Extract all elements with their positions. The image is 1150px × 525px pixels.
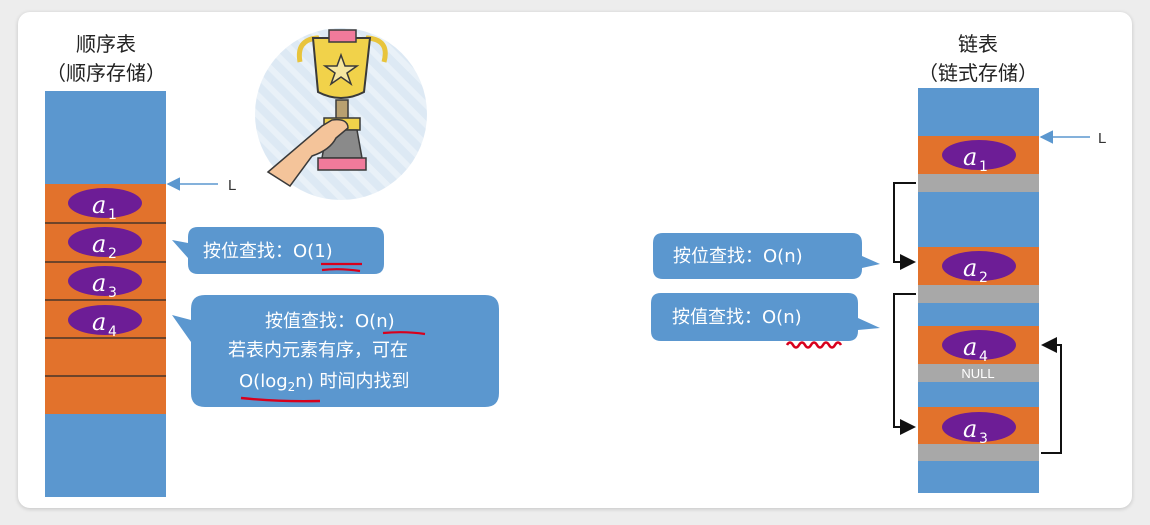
null-pointer-label: NULL — [961, 366, 994, 381]
seq-list-title-text: 顺序表 — [76, 32, 136, 56]
seq-callout-position-search: 按位查找：O(1) — [172, 227, 384, 274]
linked-node-a4: a 4 — [942, 330, 1016, 365]
scribble-underline — [785, 341, 843, 349]
svg-text:a: a — [92, 230, 106, 258]
svg-text:a: a — [963, 333, 977, 361]
svg-text:L: L — [228, 177, 236, 194]
svg-text:2: 2 — [979, 270, 988, 286]
seq-element-a1: a 1 — [68, 188, 142, 223]
seq-element-a2: a 2 — [68, 227, 142, 262]
linked-list-title: 链表 （链式存储） — [908, 28, 1048, 86]
linked-node-a3: a 3 — [942, 412, 1016, 447]
seq-list-title: 顺序表 （顺序存储） — [36, 28, 176, 86]
linked-list-title-text: 链表 — [958, 32, 998, 56]
svg-text:a: a — [92, 269, 106, 297]
link-a3-to-a4 — [1041, 337, 1062, 454]
svg-text:1: 1 — [979, 159, 988, 175]
link-arrows — [893, 182, 1062, 454]
seq-head-pointer: L — [166, 177, 236, 194]
svg-text:1: 1 — [108, 207, 117, 223]
svg-text:按值查找：O(n): 按值查找：O(n) — [672, 307, 802, 328]
svg-text:若表内元素有序，可在: 若表内元素有序，可在 — [228, 340, 408, 361]
svg-text:2: 2 — [108, 246, 117, 262]
svg-text:按位查找：O(1): 按位查找：O(1) — [203, 241, 333, 262]
underline-o1-bottom — [321, 268, 361, 273]
linked-node-a2: a 2 — [942, 251, 1016, 286]
svg-text:3: 3 — [979, 431, 988, 447]
svg-text:O(log2n) 时间内找到: O(log2n) 时间内找到 — [239, 371, 409, 394]
linked-callout-value-search: 按值查找：O(n) — [651, 293, 880, 349]
svg-text:a: a — [92, 191, 106, 219]
seq-list-subtitle-text: （顺序存储） — [46, 61, 166, 85]
linked-callout-position-search: 按位查找：O(n) — [653, 233, 880, 279]
svg-text:4: 4 — [108, 324, 117, 340]
svg-text:a: a — [963, 415, 977, 443]
linked-list-subtitle-text: （链式存储） — [918, 61, 1038, 85]
svg-text:a: a — [963, 143, 977, 171]
svg-text:按值查找：O(n): 按值查找：O(n) — [265, 311, 395, 332]
svg-text:a: a — [92, 308, 106, 336]
svg-text:a: a — [963, 254, 977, 282]
trophy-icon — [255, 28, 427, 200]
link-a2-to-a3 — [893, 293, 916, 435]
seq-callout-value-search: 按值查找：O(n) 若表内元素有序，可在 O(log2n) 时间内找到 — [172, 295, 499, 407]
link-a1-to-a2 — [893, 182, 916, 270]
svg-text:按位查找：O(n): 按位查找：O(n) — [673, 246, 803, 267]
svg-text:3: 3 — [108, 285, 117, 301]
svg-text:L: L — [1098, 130, 1106, 147]
linked-node-a1: a 1 — [942, 140, 1016, 175]
linked-head-pointer: L — [1039, 130, 1106, 147]
seq-element-a3: a 3 — [68, 266, 142, 301]
seq-element-a4: a 4 — [68, 305, 142, 340]
underline-on — [382, 331, 426, 336]
underline-ologn — [240, 396, 321, 403]
svg-text:4: 4 — [979, 349, 988, 365]
